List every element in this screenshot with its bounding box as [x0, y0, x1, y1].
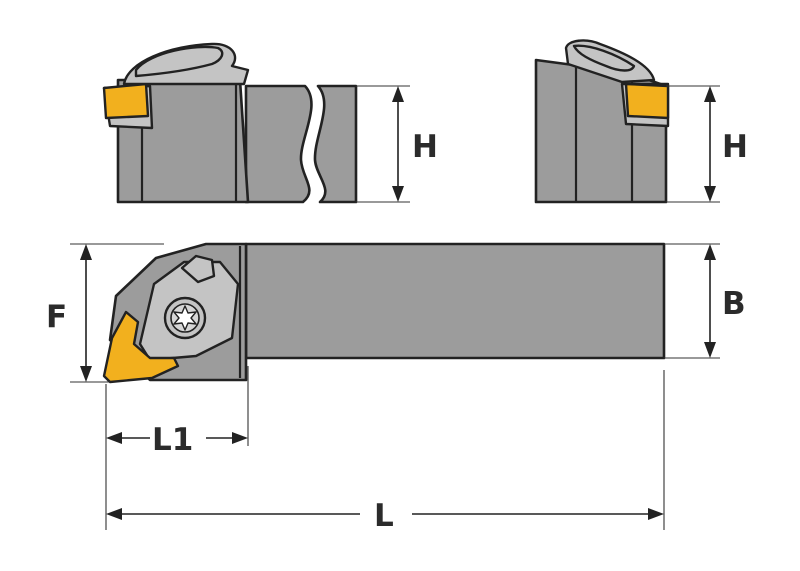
cutting-insert	[102, 82, 150, 120]
label-h-right: H	[722, 129, 748, 165]
dimension-h-right: H	[666, 85, 748, 203]
label-l1: L1	[152, 422, 193, 458]
clamp-arm	[180, 254, 216, 284]
dimension-h-left: H	[356, 85, 438, 203]
top-view	[102, 242, 666, 384]
label-f: F	[46, 299, 67, 335]
front-view-left	[102, 42, 358, 204]
shank-break-section	[244, 84, 313, 204]
torx-screw-icon	[163, 296, 207, 340]
dimension-l: L	[106, 370, 665, 534]
label-l: L	[374, 498, 394, 534]
dimension-b: B	[664, 243, 746, 359]
cutting-insert-right	[624, 82, 670, 120]
dimension-l1: L1	[105, 366, 249, 530]
shank-end-section	[313, 84, 358, 204]
label-b: B	[722, 286, 746, 322]
clamp-top	[134, 45, 224, 78]
front-view-right	[534, 39, 670, 204]
dimension-f: F	[46, 243, 164, 383]
shank-body	[244, 242, 666, 360]
label-h-left: H	[412, 129, 438, 165]
clamp-top-right	[572, 44, 636, 72]
cutting-insert-top	[102, 310, 180, 384]
